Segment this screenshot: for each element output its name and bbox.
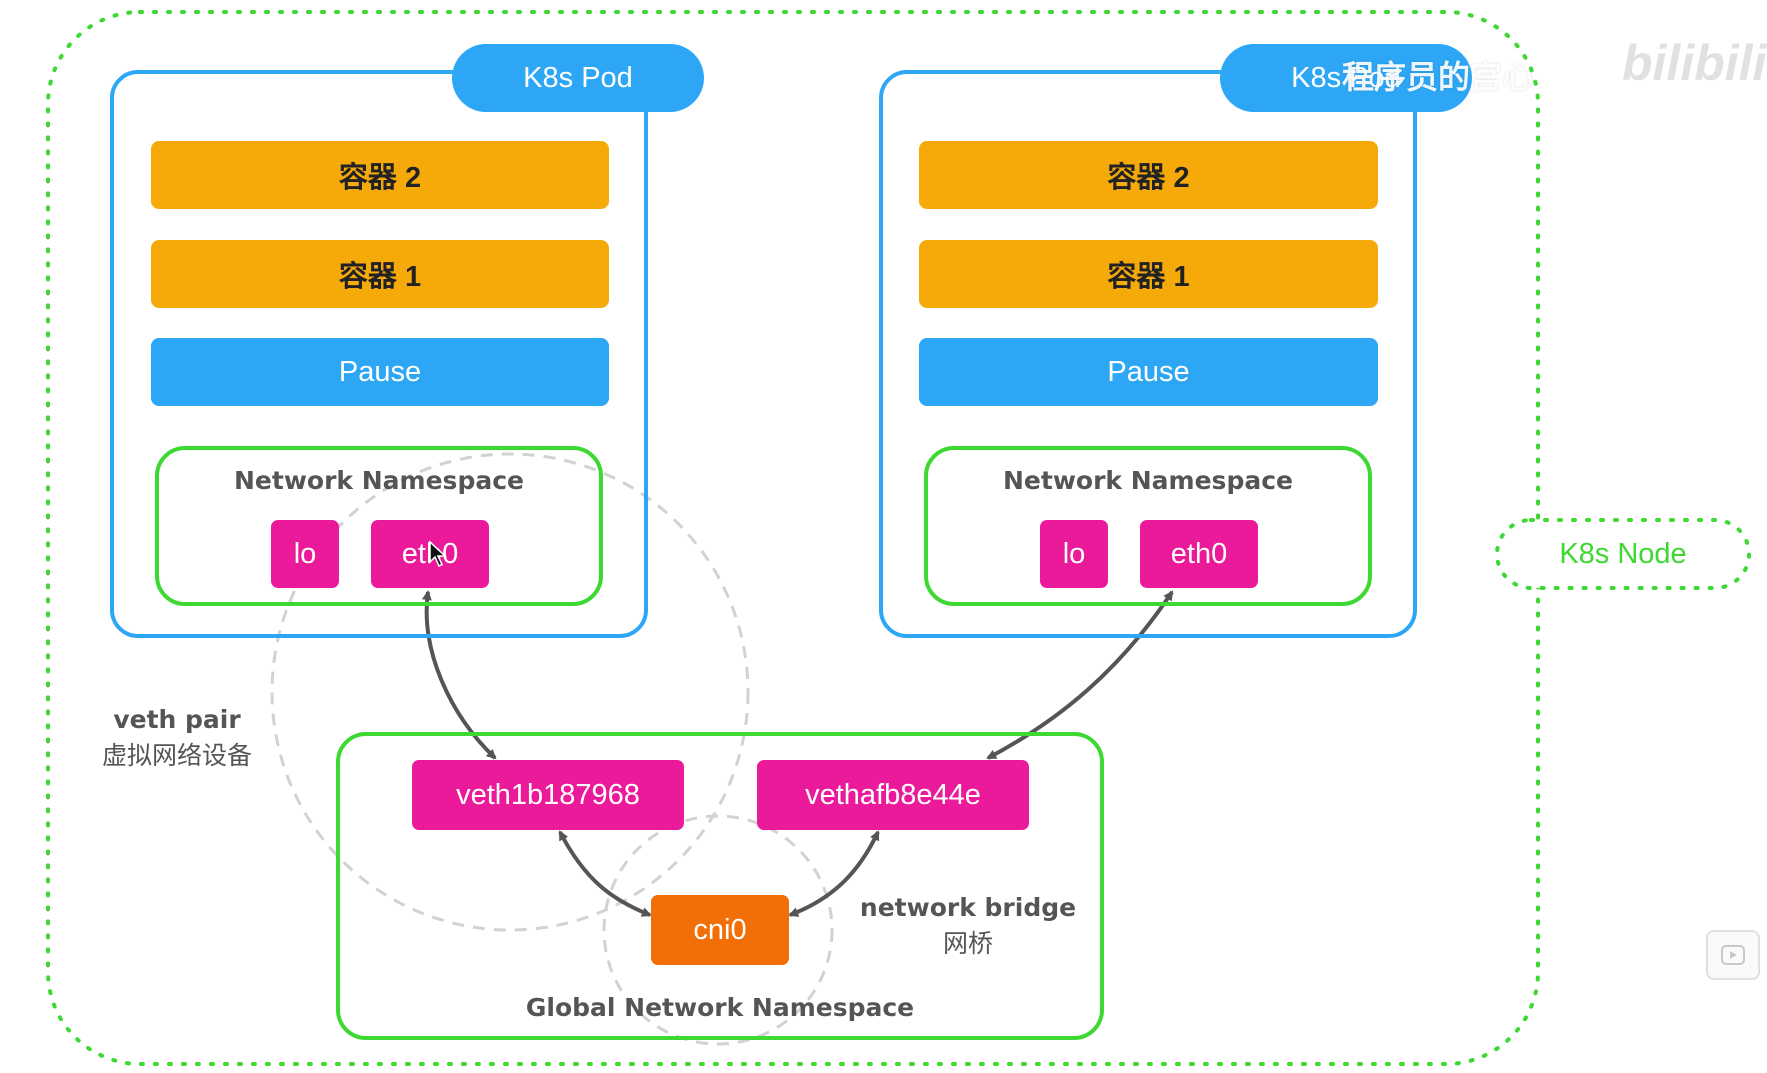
global-network-namespace	[336, 732, 1104, 1040]
pod-right-iface-lo: lo	[1040, 520, 1108, 588]
veth-pair-label-cn: 虚拟网络设备	[101, 741, 252, 770]
veth-left: veth1b187968	[412, 760, 684, 830]
pod-left-network-namespace	[155, 446, 603, 606]
arrow-eth0-right-to-veth-right	[986, 590, 1174, 760]
pod-right	[879, 70, 1417, 638]
pod-right-pause: Pause	[919, 338, 1378, 406]
arrow-veth-right-to-cni0	[788, 830, 880, 917]
pod-right-network-namespace	[924, 446, 1372, 606]
arrow-eth0-left-to-veth-left	[421, 590, 497, 760]
veth-pair-highlight-circle	[270, 452, 750, 932]
bridge-cni0: cni0	[651, 895, 789, 965]
veth-pair-label-en: veth pair	[113, 705, 241, 734]
watermark-text: 程序员的宫心	[1342, 59, 1535, 95]
bridge-annotation: network bridge 网桥	[852, 890, 1084, 962]
pod-right-container-2: 容器 2	[919, 141, 1378, 209]
veth-right: vethafb8e44e	[757, 760, 1029, 830]
pod-left-pause: Pause	[151, 338, 609, 406]
node-label-pill	[1495, 518, 1751, 590]
pod-right-container-1: 容器 1	[919, 240, 1378, 308]
play-icon	[1721, 945, 1745, 965]
pod-right-namespace-title: Network Namespace	[1003, 466, 1293, 495]
veth-pair-annotation: veth pair 虚拟网络设备	[70, 702, 284, 774]
bridge-label-cn: 网桥	[942, 929, 993, 958]
pod-left-tag: K8s Pod	[452, 44, 704, 112]
pod-right-tag: K8s Pod	[1220, 44, 1472, 112]
arrow-veth-left-to-cni0	[558, 830, 652, 917]
pod-left-namespace-title: Network Namespace	[234, 466, 524, 495]
node-label: K8s Node	[1559, 537, 1687, 570]
player-button[interactable]	[1706, 930, 1760, 980]
pod-left	[110, 70, 648, 638]
bridge-label-en: network bridge	[859, 893, 1077, 922]
pod-right-iface-eth0: eth0	[1140, 520, 1258, 588]
watermark-bilibili-logo: bilibili	[1622, 35, 1767, 91]
bridge-highlight-circle	[602, 814, 834, 1046]
mouse-pointer-icon	[429, 540, 447, 568]
pod-left-container-2: 容器 2	[151, 141, 609, 209]
global-namespace-title: Global Network Namespace	[525, 993, 915, 1022]
pod-left-container-1: 容器 1	[151, 240, 609, 308]
pod-left-iface-lo: lo	[271, 520, 339, 588]
